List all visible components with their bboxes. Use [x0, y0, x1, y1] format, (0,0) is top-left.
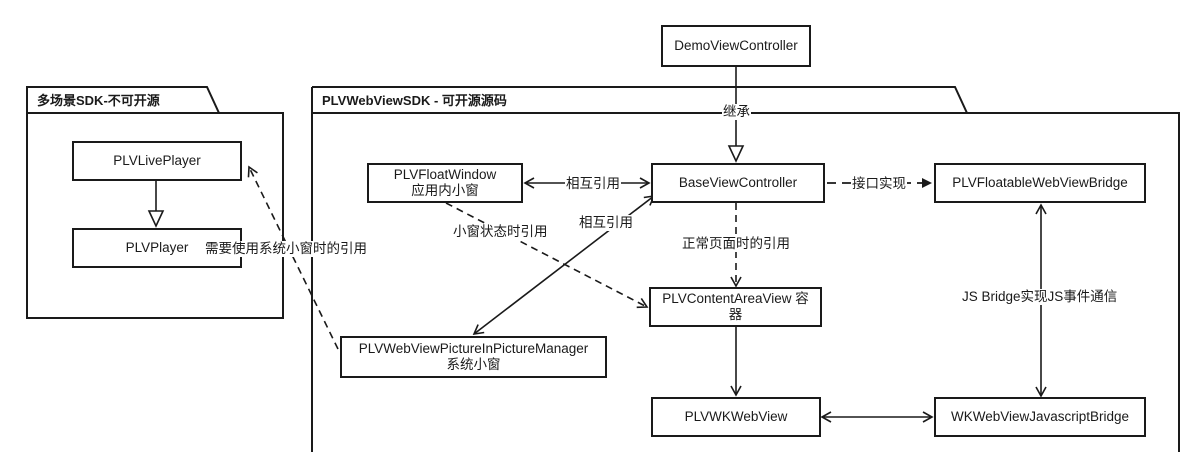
package-title-webview-sdk: PLVWebViewSDK - 可开源源码	[322, 93, 507, 108]
node-plv-webview-pip-manager[interactable]: PLVWebViewPictureInPictureManager 系统小窗	[340, 336, 607, 378]
node-label: BaseViewController	[678, 175, 798, 190]
node-label: WKWebViewJavascriptBridge	[950, 409, 1130, 424]
node-label: PLVWKWebView	[684, 409, 788, 424]
edge-label-interface-impl: 接口实现	[851, 176, 907, 192]
pip-to-liveplayer-arrow	[247, 165, 339, 350]
edge-label-mutual-ref-pip: 相互引用	[578, 215, 634, 231]
edge-label-js-bridge-comm: JS Bridge实现JS事件通信	[961, 289, 1119, 305]
node-label: PLVPlayer	[125, 240, 189, 255]
package-title-closed-sdk: 多场景SDK-不可开源	[37, 93, 160, 108]
edge-label-system-window-ref: 需要使用系统小窗时的引用	[204, 241, 368, 257]
node-sublabel: 系统小窗	[446, 357, 501, 372]
edge-label-normal-page-ref: 正常页面时的引用	[681, 236, 791, 252]
liveplayer-to-player-connector	[147, 181, 165, 228]
node-plv-wk-webview[interactable]: PLVWKWebView	[651, 397, 821, 437]
node-plv-floatable-webview-bridge[interactable]: PLVFloatableWebViewBridge	[934, 163, 1146, 203]
node-wk-webview-javascript-bridge[interactable]: WKWebViewJavascriptBridge	[934, 397, 1146, 437]
node-plv-live-player[interactable]: PLVLivePlayer	[72, 141, 242, 181]
node-label: PLVWebViewPictureInPictureManager	[358, 341, 589, 356]
package-frame-webview-sdk	[311, 86, 1180, 452]
node-sublabel: 应用内小窗	[411, 183, 479, 198]
edge-label-inherit: 继承	[722, 104, 751, 120]
node-label: DemoViewController	[674, 38, 798, 53]
node-demo-view-controller[interactable]: DemoViewController	[661, 25, 811, 67]
node-plv-float-window[interactable]: PLVFloatWindow 应用内小窗	[367, 163, 523, 203]
node-base-view-controller[interactable]: BaseViewController	[651, 163, 825, 203]
node-label: PLVContentAreaView 容	[662, 291, 809, 306]
edge-label-small-window-ref: 小窗状态时引用	[452, 224, 549, 240]
node-label: PLVFloatableWebViewBridge	[952, 175, 1128, 190]
edge-label-mutual-ref-floatwindow: 相互引用	[565, 176, 621, 192]
node-label: PLVLivePlayer	[113, 153, 201, 168]
node-label: PLVFloatWindow	[393, 167, 497, 182]
node-plv-content-area-view[interactable]: PLVContentAreaView 容 器	[649, 287, 822, 327]
node-sublabel: 器	[728, 307, 743, 322]
package-frame-closed-sdk	[26, 86, 284, 319]
